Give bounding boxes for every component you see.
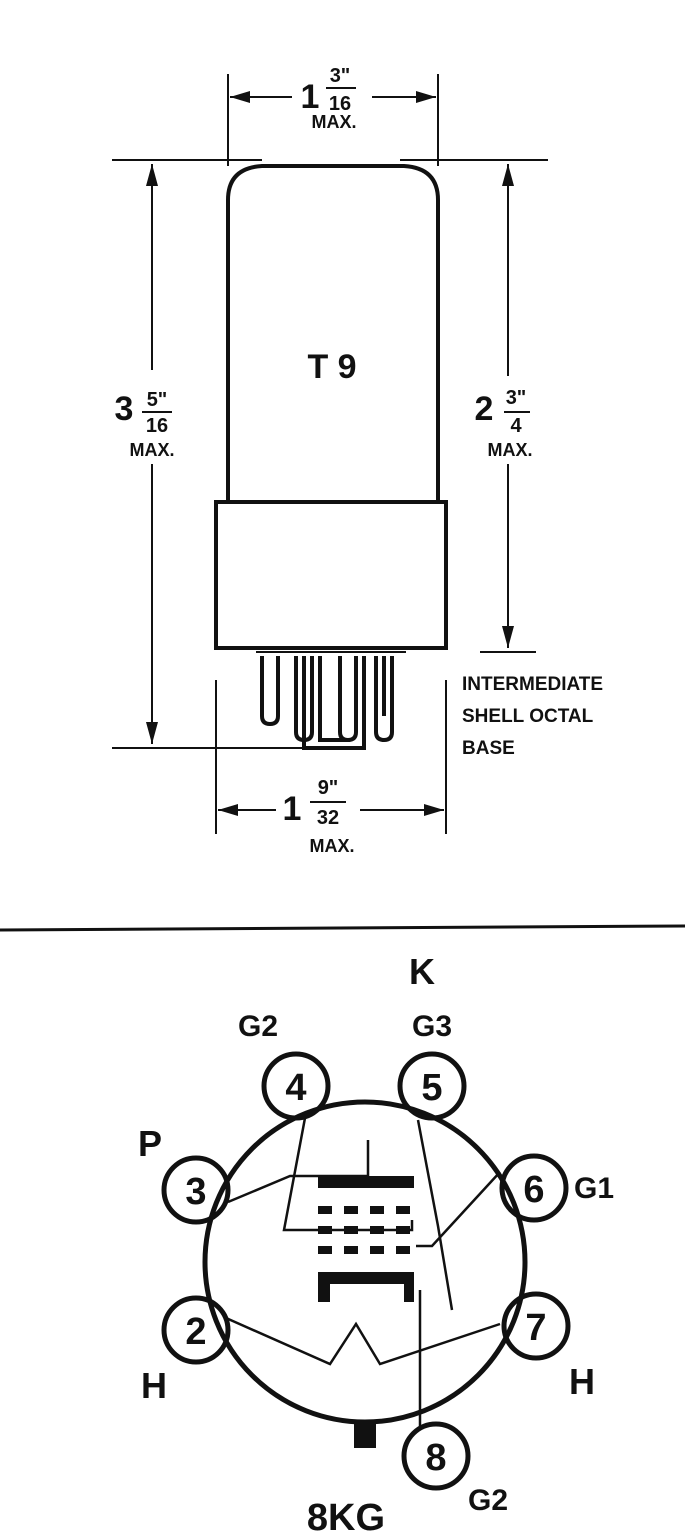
height-seated-numerator: 3" bbox=[506, 387, 527, 409]
base-width-max-note: MAX. bbox=[310, 836, 355, 856]
base-shell bbox=[214, 500, 448, 650]
base-note-line-1: INTERMEDIATE bbox=[462, 674, 603, 695]
base-key bbox=[354, 1420, 376, 1448]
height-seated-denominator: 4 bbox=[510, 415, 522, 437]
pin-7-circle bbox=[501, 1291, 571, 1361]
pin-8-circle bbox=[401, 1421, 471, 1491]
pin-8-label: G2 bbox=[468, 1484, 508, 1517]
base-note-line-2: SHELL OCTAL bbox=[462, 706, 594, 727]
base-pins bbox=[260, 656, 394, 750]
height-seated-max-note: MAX. bbox=[488, 440, 533, 460]
width-denominator: 16 bbox=[329, 93, 351, 115]
basing-code: 8KG bbox=[307, 1497, 385, 1537]
pin-circles bbox=[161, 1051, 571, 1491]
pin-2-number: 2 bbox=[185, 1311, 206, 1353]
pin-4-label: G2 bbox=[238, 1010, 278, 1043]
height-total-denominator: 16 bbox=[146, 415, 168, 437]
bulb-type-label: T 9 bbox=[307, 348, 356, 386]
pin-6-circle bbox=[499, 1153, 569, 1223]
pin-3-label: P bbox=[138, 1123, 162, 1164]
electrodes bbox=[318, 1176, 414, 1302]
height-total-whole: 3 bbox=[115, 390, 134, 428]
pin-3-number: 3 bbox=[185, 1171, 206, 1213]
height-total-max-note: MAX. bbox=[130, 440, 175, 460]
pin-5-label-extra: K bbox=[409, 951, 435, 992]
height-seated-dimension bbox=[400, 159, 548, 653]
pin-3-circle bbox=[161, 1155, 231, 1225]
pin-8-number: 8 bbox=[425, 1437, 446, 1479]
basing-diagram: 2 3 4 5 6 7 8 H P G2 K G3 G1 H G2 8KG bbox=[138, 951, 614, 1537]
height-total-numerator: 5" bbox=[147, 389, 168, 411]
tube-outline bbox=[214, 164, 448, 750]
bulb-envelope bbox=[226, 164, 440, 500]
pin-7-number: 7 bbox=[525, 1307, 546, 1349]
height-total-dimension bbox=[112, 159, 304, 749]
section-divider bbox=[0, 924, 685, 932]
width-max-note: MAX. bbox=[312, 112, 357, 132]
base-width-numerator: 9" bbox=[318, 777, 339, 799]
height-seated-whole: 2 bbox=[475, 390, 494, 428]
width-dimension bbox=[227, 74, 439, 166]
pin-5-label: G3 bbox=[412, 1010, 452, 1043]
width-whole: 1 bbox=[301, 78, 320, 116]
pin-4-circle bbox=[261, 1051, 331, 1121]
pin-7-label: H bbox=[569, 1361, 595, 1402]
pin-2-circle bbox=[161, 1295, 231, 1365]
pin-2-label: H bbox=[141, 1365, 167, 1406]
pin-5-number: 5 bbox=[421, 1067, 442, 1109]
width-numerator: 3" bbox=[330, 65, 351, 87]
base-width-denominator: 32 bbox=[317, 807, 339, 829]
pin-4-number: 4 bbox=[285, 1067, 306, 1109]
pin-5-circle bbox=[397, 1051, 467, 1121]
base-width-whole: 1 bbox=[283, 790, 302, 828]
pin-6-number: 6 bbox=[523, 1169, 544, 1211]
pin-6-label: G1 bbox=[574, 1172, 614, 1205]
base-note-line-3: BASE bbox=[462, 738, 515, 759]
base-width-dimension bbox=[215, 680, 447, 834]
tube-socket-circle bbox=[202, 1099, 528, 1425]
